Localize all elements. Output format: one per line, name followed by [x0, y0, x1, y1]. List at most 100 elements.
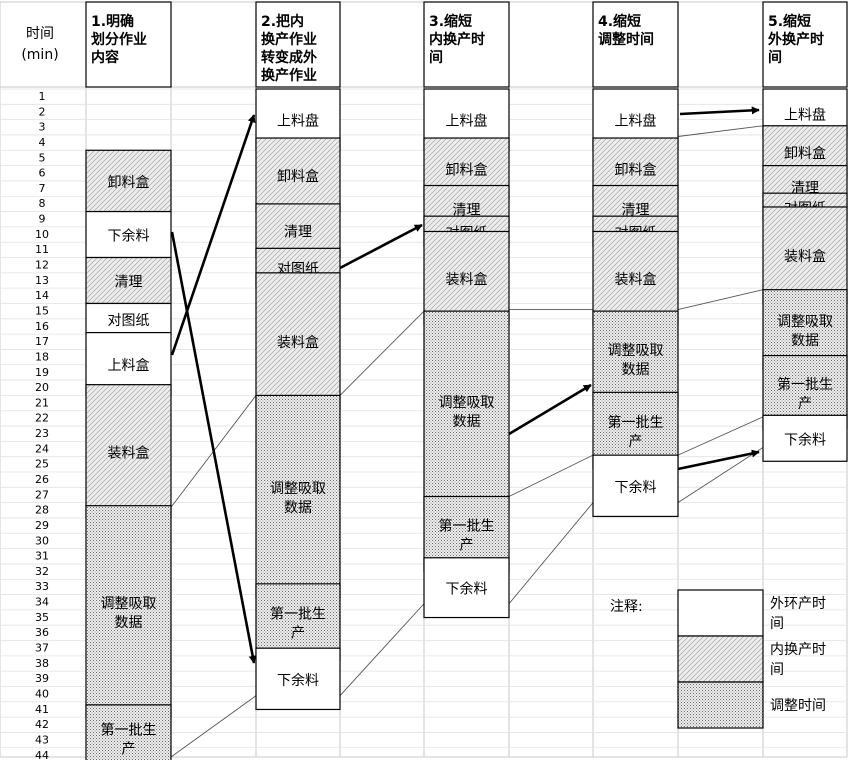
task-label: 对图纸	[108, 313, 150, 329]
time-row-label: 30	[35, 534, 49, 547]
task-label: 上料盘	[446, 113, 488, 130]
stage-header-3: 3.缩短	[429, 13, 472, 30]
task-label: 清理	[284, 225, 312, 241]
task-label: 下余料	[277, 672, 319, 689]
time-row-label: 13	[35, 274, 49, 287]
task-label: 装料盒	[277, 334, 319, 351]
stage-header-1: 划分作业	[91, 31, 147, 48]
task-label: 装料盒	[784, 248, 826, 265]
time-row-label: 11	[35, 243, 49, 256]
time-row-labels: 1234567891011121314151617181920212223242…	[35, 90, 49, 760]
task-label: 数据	[622, 362, 650, 378]
legend-label: 内换产时	[770, 641, 826, 658]
stage-header-3: 内换产时	[429, 31, 485, 48]
stage-header-4: 调整时间	[598, 31, 654, 48]
task-block	[255, 394, 341, 599]
connector-line	[508, 502, 594, 605]
legend-label: 调整时间	[770, 698, 826, 714]
task-block	[762, 206, 848, 305]
task-label: 第一批生	[608, 414, 664, 431]
time-row-label: 6	[39, 167, 46, 180]
column-headers: 时间(min)1.明确划分作业内容2.把内换产作业转变成外换产作业3.缩短内换产…	[21, 1, 848, 88]
task-block	[85, 302, 172, 335]
stage-header-3: 间	[429, 49, 443, 66]
flow-arrow	[679, 106, 760, 116]
time-row-label: 33	[35, 580, 49, 593]
time-row-label: 35	[35, 611, 49, 624]
header-box	[762, 1, 848, 88]
task-label: 卸料盒	[784, 145, 826, 162]
time-row-label: 15	[35, 304, 49, 317]
task-label: 清理	[115, 275, 143, 291]
connector-line	[170, 695, 257, 758]
time-row-label: 8	[39, 197, 46, 210]
task-block	[423, 310, 510, 511]
flow-arrow	[677, 449, 760, 471]
task-label: 产	[798, 396, 812, 412]
flow-arrow	[170, 231, 257, 664]
stage-header-2: 2.把内	[261, 13, 304, 30]
task-block	[592, 454, 679, 518]
task-label: 产	[629, 434, 643, 450]
header-box	[255, 1, 341, 88]
time-row-label: 17	[35, 335, 49, 348]
connector-line	[339, 603, 425, 696]
time-row-label: 20	[35, 381, 49, 394]
time-row-label: 9	[39, 213, 46, 226]
legend-label: 间	[770, 616, 784, 632]
legend-swatch	[677, 589, 764, 637]
task-block	[423, 557, 510, 619]
time-row-label: 16	[35, 320, 49, 333]
task-block	[255, 137, 341, 213]
time-row-label: 38	[35, 657, 49, 670]
stage-header-2: 转变成外	[261, 49, 317, 66]
task-label: 调整吸取	[777, 314, 833, 330]
task-label: 第一批生	[439, 518, 495, 535]
flow-arrow	[170, 114, 256, 356]
stage-header-4: 4.缩短	[598, 13, 641, 30]
header-box	[592, 1, 679, 88]
time-row-label: 23	[35, 427, 49, 440]
task-label: 上料盘	[277, 113, 319, 130]
connector-line	[339, 310, 425, 396]
task-label: 产	[460, 538, 474, 554]
task-label: 下余料	[784, 431, 826, 448]
flow-arrow	[339, 223, 423, 270]
task-label: 清理	[791, 180, 819, 196]
task-label: 卸料盒	[277, 168, 319, 185]
stage-header-1: 内容	[91, 49, 119, 66]
time-row-label: 37	[35, 642, 49, 655]
time-row-label: 21	[35, 396, 49, 409]
task-block	[762, 414, 848, 462]
connector-line	[677, 447, 764, 504]
task-block	[592, 230, 679, 326]
task-label: 调整吸取	[439, 395, 495, 411]
task-block	[85, 149, 172, 213]
task-label: 数据	[791, 333, 819, 349]
time-row-label: 34	[35, 596, 49, 609]
time-row-label: 12	[35, 259, 49, 272]
task-label: 第一批生	[777, 376, 833, 393]
task-label: 下余料	[615, 479, 657, 496]
task-label: 下余料	[108, 228, 150, 245]
stage-header-5: 外换产时	[768, 31, 824, 48]
task-label: 上料盘	[615, 113, 657, 130]
flow-arrow	[508, 383, 592, 436]
task-label: 卸料盒	[446, 162, 488, 179]
time-row-label: 14	[35, 289, 49, 302]
task-block	[85, 704, 172, 760]
time-row-label: 40	[35, 687, 49, 700]
legend-label: 间	[770, 662, 784, 678]
time-row-label: 5	[39, 151, 46, 164]
task-label: 数据	[453, 414, 481, 430]
legend-swatch	[677, 635, 764, 683]
time-row-label: 3	[39, 121, 46, 134]
time-row-label: 41	[35, 703, 49, 716]
task-label: 卸料盒	[615, 162, 657, 179]
connector-line	[677, 125, 764, 137]
time-row-label: 44	[35, 749, 49, 760]
time-row-label: 39	[35, 672, 49, 685]
task-block	[85, 384, 172, 519]
task-label: 装料盒	[615, 271, 657, 288]
